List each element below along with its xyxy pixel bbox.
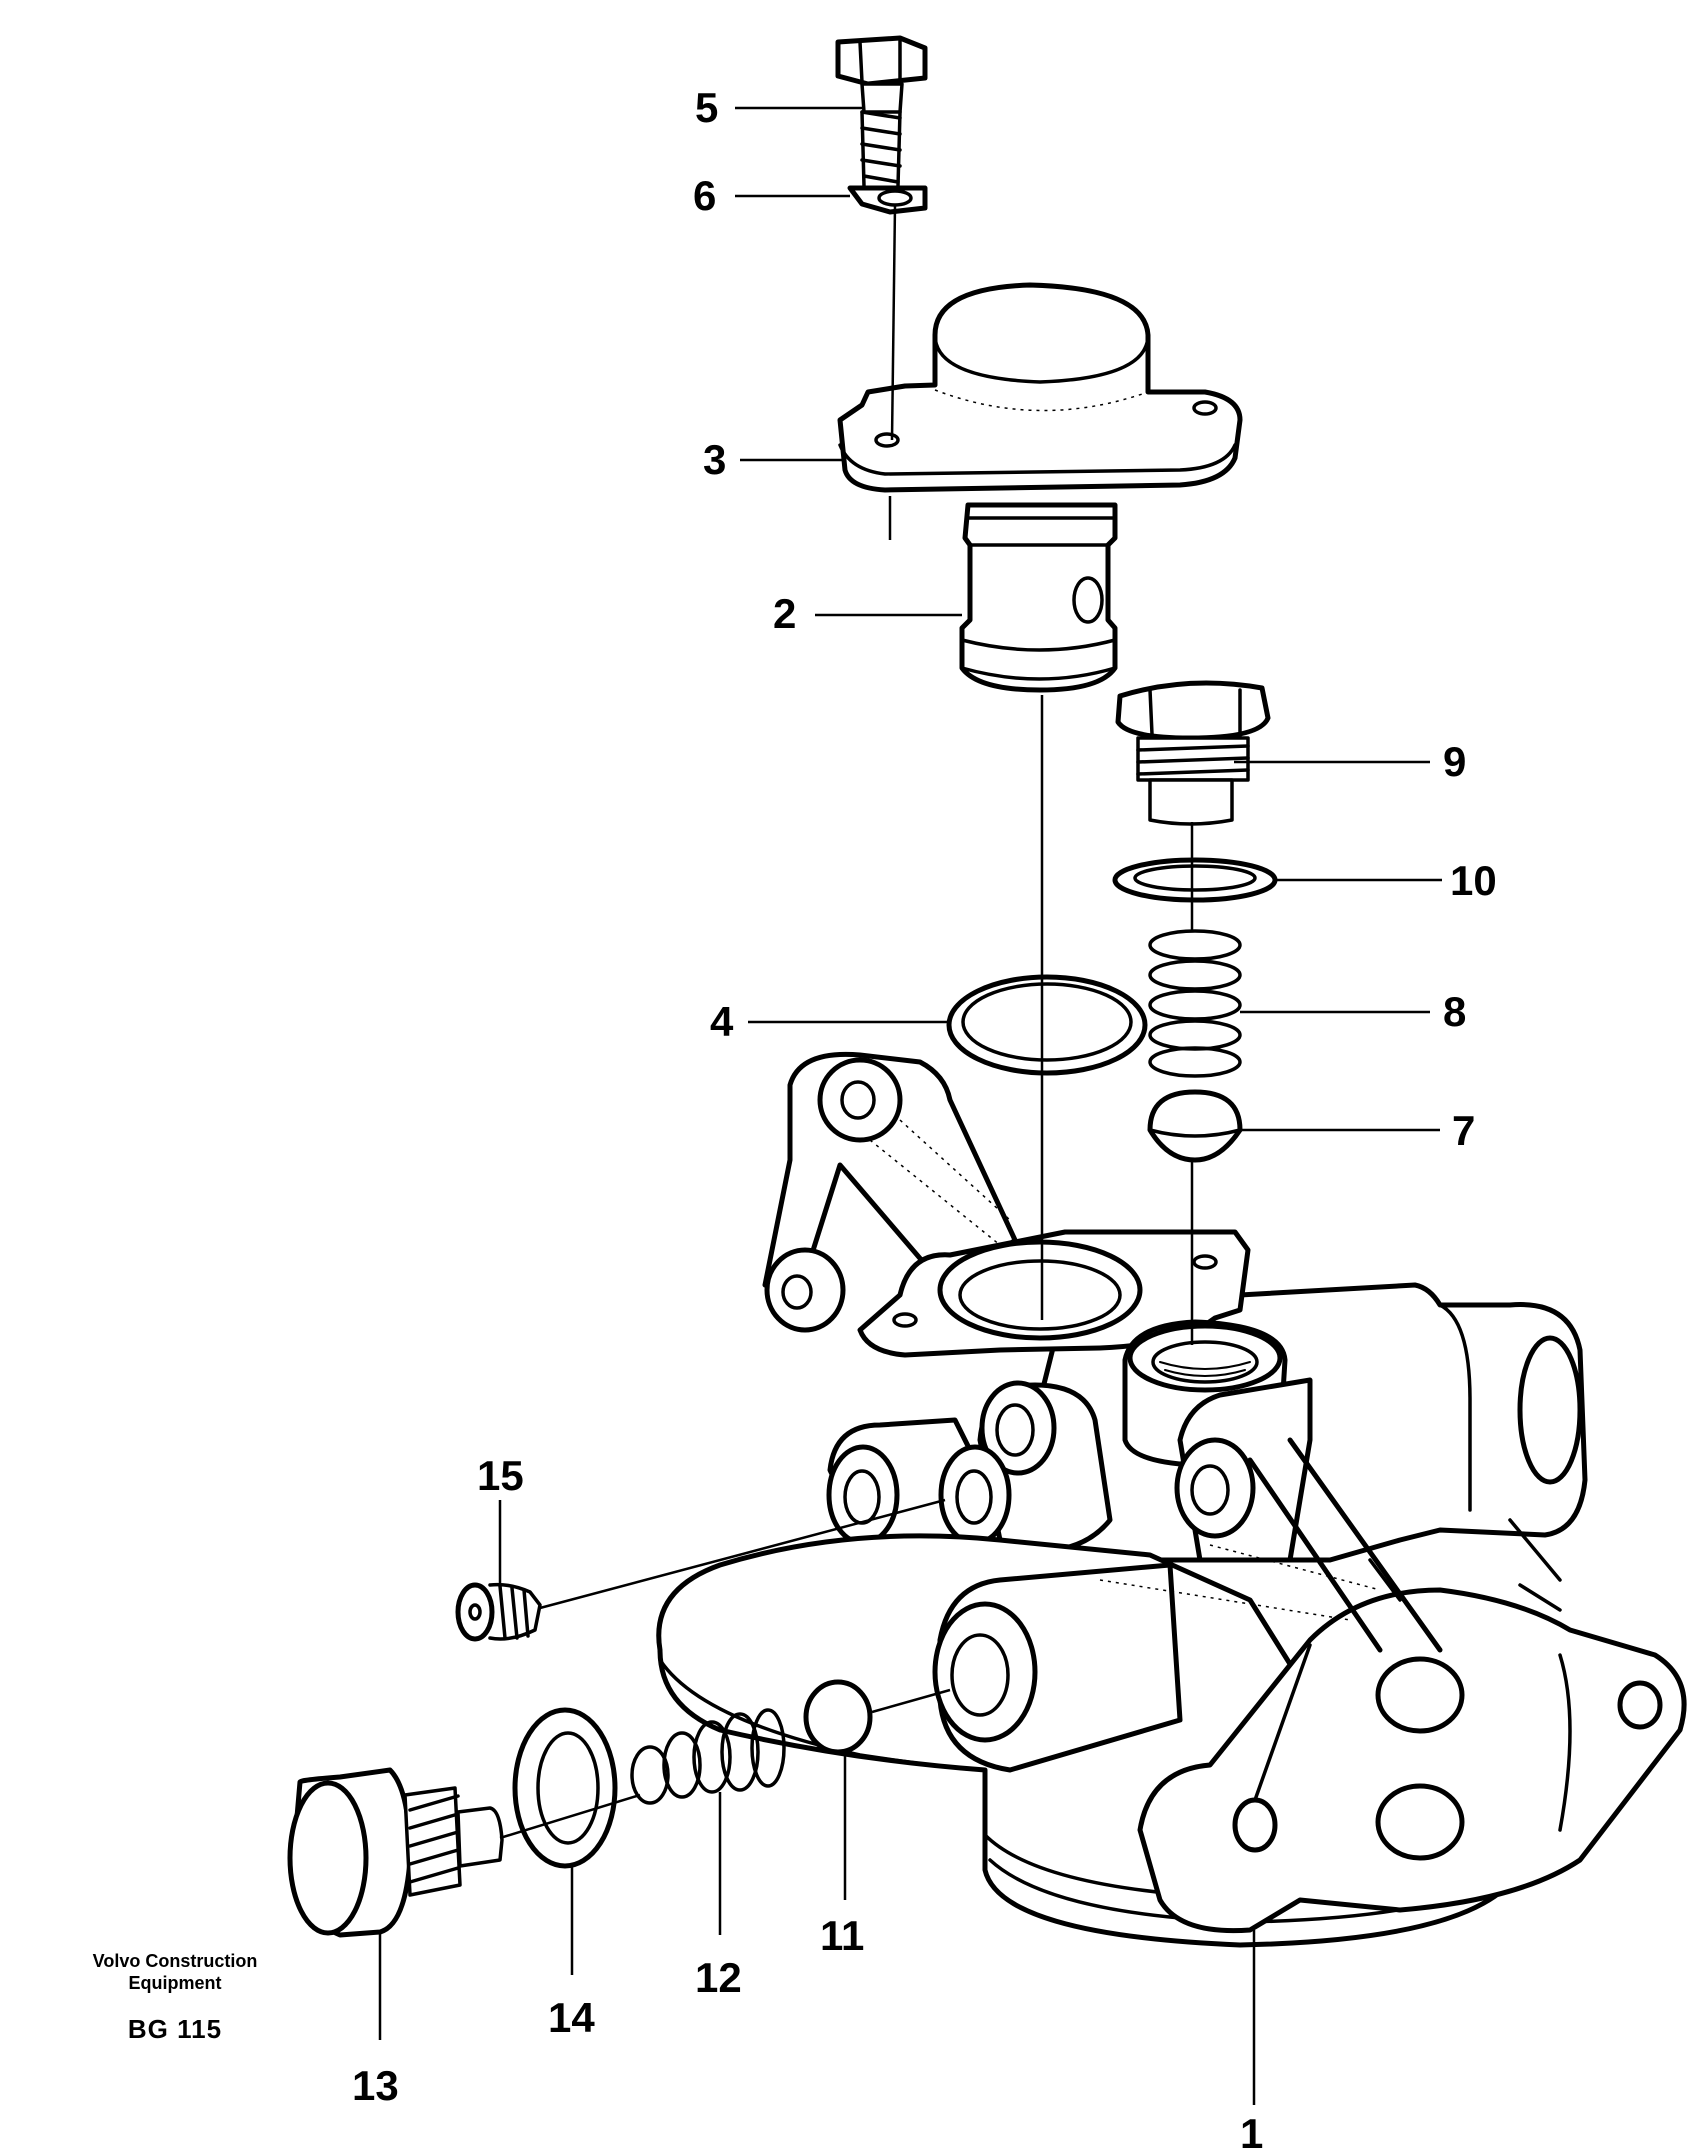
credit-line-2: Equipment — [128, 1973, 222, 1993]
callout-10: 10 — [1450, 857, 1497, 904]
part-nipple — [455, 1582, 542, 1642]
part-ball — [803, 1679, 873, 1755]
callout-7: 7 — [1452, 1107, 1475, 1154]
callout-1: 1 — [1240, 2110, 1263, 2151]
part-plug — [1115, 680, 1271, 826]
part-housing — [656, 1051, 1687, 1948]
part-spring-small — [630, 1708, 786, 1805]
publisher-credit: Volvo Construction Equipment BG 115 — [60, 1950, 290, 2045]
callout-4: 4 — [710, 998, 734, 1045]
callout-labels: 5 6 3 2 9 10 4 8 7 15 11 12 14 13 1 — [352, 84, 1497, 2151]
part-spring — [1148, 929, 1242, 1078]
part-cover — [837, 282, 1243, 493]
callout-13: 13 — [352, 2062, 399, 2109]
part-washer — [512, 1707, 618, 1869]
part-seal-ring — [1112, 857, 1278, 903]
callout-3: 3 — [703, 436, 726, 483]
callout-8: 8 — [1443, 988, 1466, 1035]
figure-code: BG 115 — [127, 2014, 223, 2044]
callout-12: 12 — [695, 1954, 742, 2001]
part-o-ring — [946, 974, 1148, 1076]
callout-11: 11 — [820, 1912, 864, 1959]
callout-5: 5 — [695, 84, 718, 131]
callout-6: 6 — [693, 172, 716, 219]
callout-15: 15 — [477, 1452, 524, 1499]
part-valve-ball — [1147, 1089, 1243, 1163]
part-lock-washer — [847, 185, 928, 215]
callout-9: 9 — [1443, 738, 1466, 785]
credit-line-1: Volvo Construction — [92, 1951, 258, 1971]
part-bolt — [835, 35, 928, 188]
leader-lines — [378, 106, 1442, 2105]
callout-14: 14 — [548, 1994, 595, 2041]
callout-2: 2 — [773, 590, 796, 637]
part-drain-plug — [287, 1767, 504, 1938]
assembly-lines — [499, 204, 1194, 1840]
part-sleeve — [959, 502, 1118, 693]
